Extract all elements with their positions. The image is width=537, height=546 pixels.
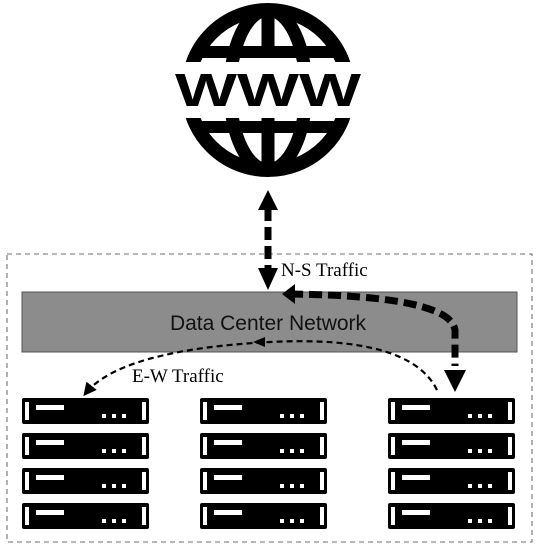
server-icon (200, 503, 327, 529)
server-icon (388, 503, 515, 529)
network-label: Data Center Network (170, 312, 367, 335)
server-icon (200, 468, 327, 494)
globe-icon: WWW (170, 3, 366, 177)
server-icon (22, 398, 149, 424)
ew-traffic-arrow (83, 340, 438, 397)
ew-midpoint-arrowhead (253, 337, 265, 347)
server-rack (200, 398, 327, 529)
server-icon (388, 468, 515, 494)
server-icon (22, 503, 149, 529)
ns-rack-arrow (282, 284, 466, 392)
globe-text: WWW (175, 64, 362, 116)
ns-traffic-arrow (258, 190, 278, 290)
server-icon (200, 433, 327, 459)
ns-traffic-label: N-S Traffic (281, 260, 368, 281)
server-icon (388, 398, 515, 424)
server-rack (388, 398, 515, 529)
server-icon (22, 468, 149, 494)
ew-traffic-label: E-W Traffic (132, 366, 224, 387)
server-racks (22, 398, 515, 529)
server-rack (22, 398, 149, 529)
server-icon (388, 433, 515, 459)
server-icon (200, 398, 327, 424)
server-icon (22, 433, 149, 459)
